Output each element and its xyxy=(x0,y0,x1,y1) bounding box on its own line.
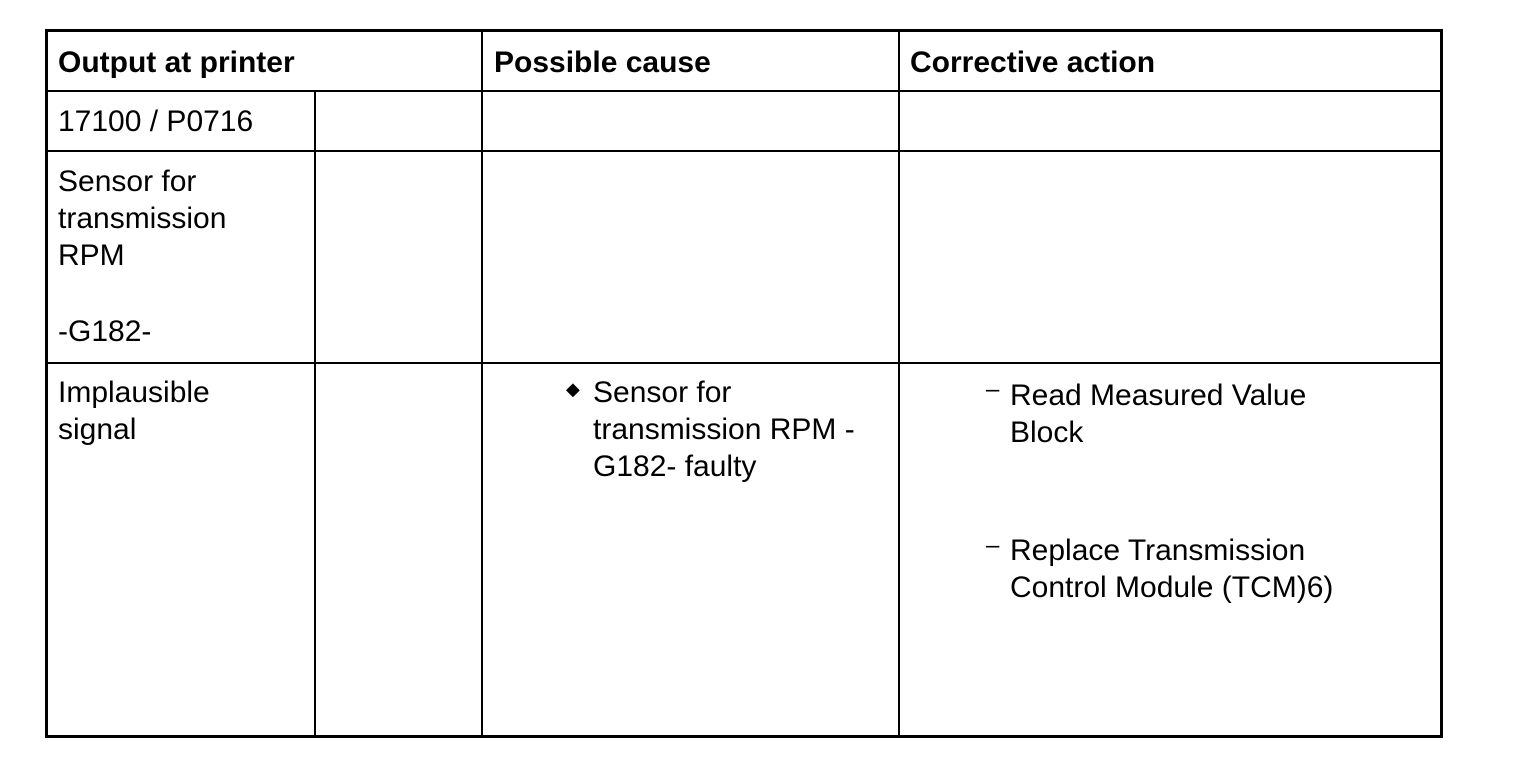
component-name-line2: transmission xyxy=(58,202,227,235)
header-possible-cause: Possible cause xyxy=(494,46,711,79)
dash-icon: – xyxy=(986,532,1000,559)
action-step2-line1: Replace Transmission xyxy=(1010,534,1306,567)
dash-icon: – xyxy=(986,376,1000,403)
diagnostic-table: Output at printer Possible cause Correct… xyxy=(45,29,1443,738)
header-output-at-printer: Output at printer xyxy=(58,46,295,79)
component-name-line1: Sensor for xyxy=(58,165,197,198)
component-name-line3: RPM xyxy=(58,239,125,272)
column-divider xyxy=(898,32,900,735)
column-divider xyxy=(481,32,483,735)
row-divider xyxy=(48,362,1440,364)
column-divider xyxy=(314,90,316,735)
row-divider xyxy=(48,150,1440,152)
fault-description-line2: signal xyxy=(58,413,137,446)
row-divider xyxy=(48,90,1440,92)
action-step1-line1: Read Measured Value xyxy=(1010,379,1307,412)
component-id: -G182- xyxy=(58,315,152,348)
header-corrective-action: Corrective action xyxy=(910,46,1156,79)
cause-line1: Sensor for xyxy=(593,376,732,409)
fault-description-line1: Implausible xyxy=(58,376,210,409)
action-step1-line2: Block xyxy=(1010,416,1084,449)
cause-line2: transmission RPM - xyxy=(593,413,855,446)
cause-line3: G182- faulty xyxy=(593,450,757,483)
bullet-icon: ◆ xyxy=(566,379,580,399)
action-step2-line2: Control Module (TCM)6) xyxy=(1010,571,1334,604)
fault-code: 17100 / P0716 xyxy=(58,105,254,138)
